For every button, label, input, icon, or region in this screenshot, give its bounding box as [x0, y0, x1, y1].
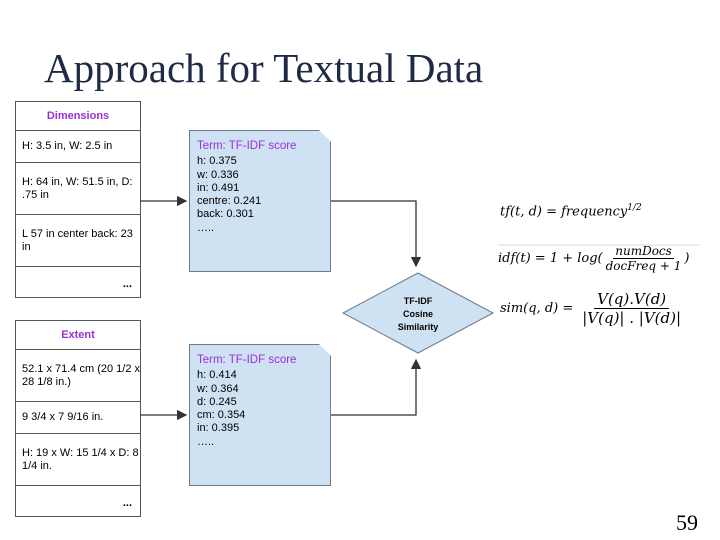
sim-prefix: sim(q, d) = [500, 301, 574, 316]
sim-denominator: |V(q)| . |V(d)| [582, 309, 682, 327]
doc-line: cm: 0.354 [197, 409, 246, 422]
extent-ellipsis: ... [122, 497, 132, 509]
extent-row: 9 3/4 x 7 9/16 in. [16, 402, 140, 434]
page-number: 59 [676, 510, 698, 535]
doc-line: h: 0.414 [197, 369, 237, 382]
extent-row: 52.1 x 71.4 cm (20 1/2 x 28 1/8 in.) [16, 350, 140, 402]
extent-row: H: 19 x W: 15 1/4 x D: 8 1/4 in. [16, 434, 140, 486]
dimensions-table: Dimensions H: 3.5 in, W: 2.5 in H: 64 in… [15, 101, 141, 298]
similarity-formula: sim(q, d) = V(q).V(d) |V(q)| . |V(d)| [500, 290, 684, 327]
tfidf-score-document-1: Term: TF-IDF score h: 0.375 w: 0.336 in:… [189, 130, 331, 272]
doc-line: w: 0.364 [197, 382, 239, 395]
diamond-label-line: Similarity [398, 322, 439, 332]
cosine-similarity-diamond [341, 272, 495, 354]
tf-formula-text: tf(t, d) = frequency [500, 204, 628, 220]
doc-line: w: 0.336 [197, 168, 239, 181]
idf-denominator: docFreq + 1 [605, 259, 682, 273]
doc-line: centre: 0.241 [197, 195, 262, 208]
doc-line: in: 0.491 [197, 181, 240, 194]
doc-title: Term: TF-IDF score [197, 140, 297, 152]
arrow-doc2-to-similarity [331, 358, 422, 416]
tf-formula: tf(t, d) = frequency1/2 [500, 203, 642, 219]
dimensions-ellipsis: ... [122, 278, 132, 290]
doc-line: in: 0.395 [197, 422, 240, 435]
dimensions-row: H: 3.5 in, W: 2.5 in [16, 131, 140, 163]
doc-line: ….. [197, 435, 215, 448]
idf-formula: idf(t) = 1 + log( numDocs docFreq + 1 ) [498, 244, 690, 273]
slide-title: Approach for Textual Data [44, 45, 484, 91]
tf-exponent: 1/2 [627, 203, 642, 213]
dimensions-row: L 57 in center back: 23 in [16, 215, 140, 267]
idf-suffix: ) [684, 251, 690, 266]
sim-numerator: V(q).V(d) [594, 290, 670, 309]
doc-line: h: 0.375 [197, 155, 237, 168]
doc-title: Term: TF-IDF score [197, 354, 297, 366]
idf-numerator: numDocs [613, 244, 674, 259]
doc-line: back: 0.301 [197, 208, 254, 221]
diamond-label-line: Cosine [403, 309, 433, 319]
extent-header: Extent [16, 321, 140, 350]
diamond-label-line: TF-IDF [404, 296, 433, 306]
dimensions-row: H: 64 in, W: 51.5 in, D: .75 in [16, 163, 140, 215]
extent-table: Extent 52.1 x 71.4 cm (20 1/2 x 28 1/8 i… [15, 320, 141, 517]
arrow-doc1-to-similarity [331, 200, 422, 268]
doc-line: ….. [197, 221, 215, 234]
tfidf-score-document-2: Term: TF-IDF score h: 0.414 w: 0.364 d: … [189, 344, 331, 486]
doc-line: d: 0.245 [197, 395, 237, 408]
idf-prefix: idf(t) = 1 + log( [498, 251, 603, 266]
dimensions-header: Dimensions [16, 102, 140, 131]
